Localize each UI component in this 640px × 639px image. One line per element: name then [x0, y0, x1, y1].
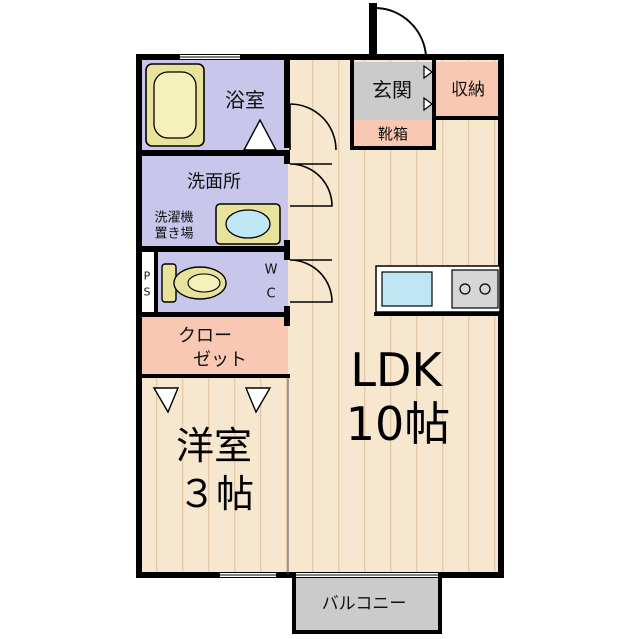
entrance-step	[423, 64, 433, 112]
ps-shaft	[140, 252, 158, 312]
shoe-box	[354, 120, 434, 148]
doors	[289, 103, 337, 303]
balcony-floor	[296, 578, 438, 632]
shoe-box-label: 靴箱	[378, 125, 408, 143]
ldk-size-label: 10帖	[346, 397, 451, 451]
closet-label-2: ゼット	[193, 350, 247, 371]
toilet	[161, 263, 227, 303]
washer-label-2: 置き場	[154, 227, 193, 242]
closet-doors	[152, 387, 272, 414]
entrance-label: 玄関	[372, 78, 412, 102]
bath-label: 浴室	[225, 88, 265, 112]
bathtub	[145, 63, 205, 147]
western-room-size-label: ３帖	[178, 472, 254, 516]
entrance-floor	[354, 62, 434, 120]
ps-label-s: S	[144, 286, 151, 299]
ldk-label: LDK	[350, 343, 443, 397]
washer-label-1: 洗濯機	[154, 211, 193, 226]
storage-floor	[436, 62, 500, 118]
bath-door	[242, 118, 278, 151]
wc-label-w: W	[265, 263, 278, 278]
washbasin	[215, 203, 281, 245]
western-room-floor	[140, 376, 288, 574]
wc-label-c: C	[266, 287, 275, 302]
front-door	[369, 3, 427, 57]
ps-label-p: P	[144, 270, 151, 283]
closet-label-1: クロー	[178, 326, 232, 347]
washroom-label: 洗面所	[187, 172, 241, 193]
western-room-label: 洋室	[176, 424, 252, 468]
closet-floor	[140, 316, 288, 376]
kitchen-counter	[375, 265, 501, 313]
storage-label: 収納	[451, 80, 485, 100]
balcony-label: バルコニー	[322, 594, 407, 614]
